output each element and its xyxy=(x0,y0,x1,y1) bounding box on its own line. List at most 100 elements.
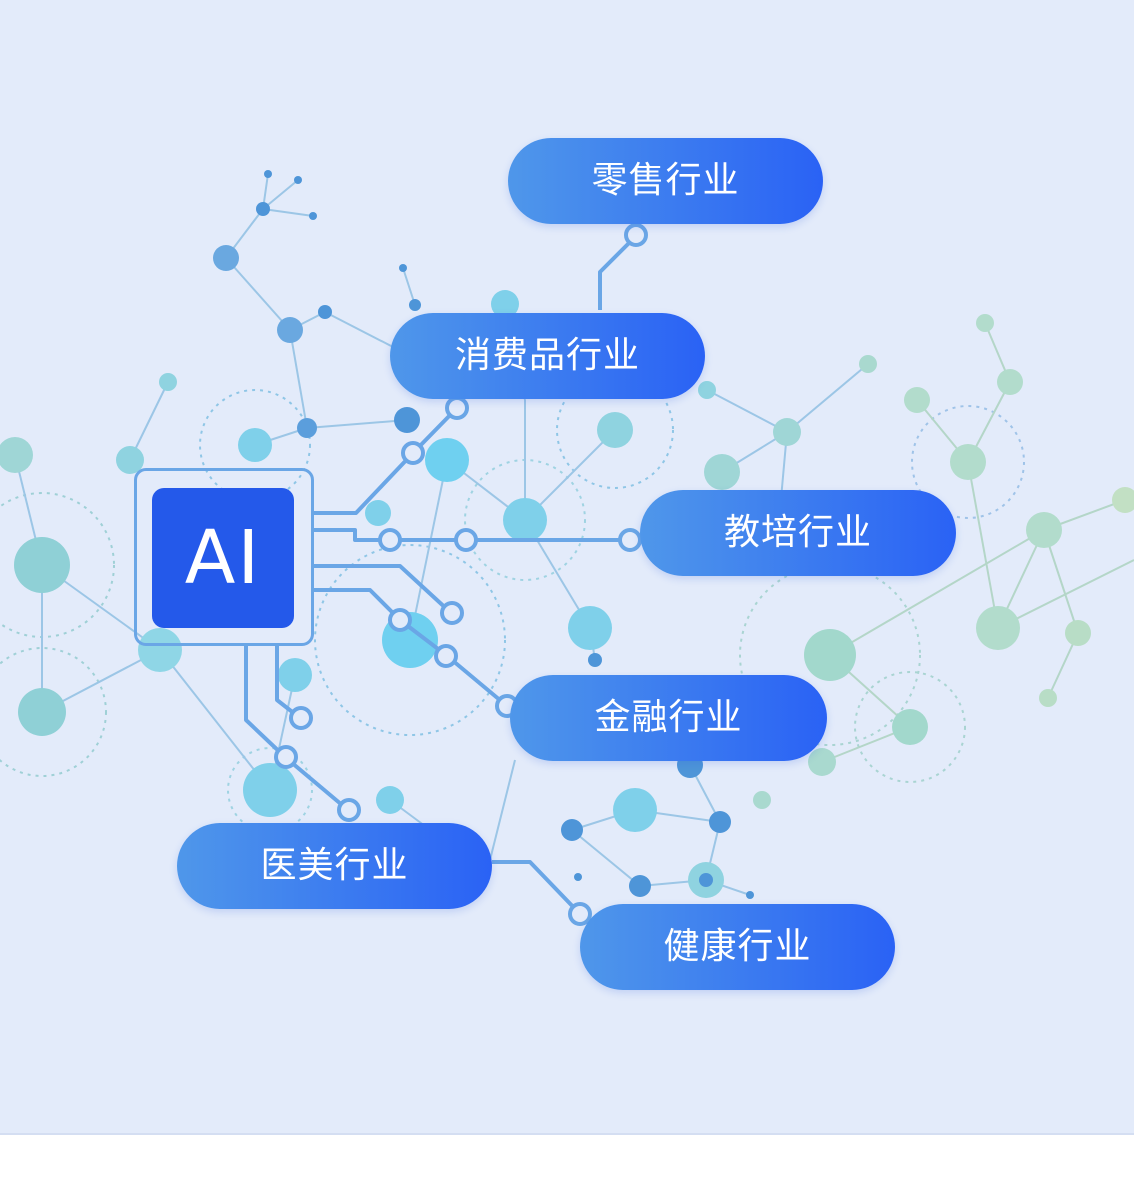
ai-chip-frame xyxy=(134,468,314,646)
industry-pill-consumer-goods[interactable]: 消费品行业 xyxy=(390,313,705,399)
network-node xyxy=(503,498,547,542)
circuit-joint xyxy=(454,528,478,552)
halo-ring xyxy=(0,647,107,777)
circuit-trace xyxy=(314,451,415,515)
network-node xyxy=(704,454,740,490)
circuit-trace xyxy=(598,234,638,310)
network-node xyxy=(859,355,877,373)
circuit-joint xyxy=(624,223,648,247)
circuit-joint xyxy=(274,745,298,769)
network-node xyxy=(808,748,836,776)
network-node xyxy=(264,170,272,178)
network-link xyxy=(225,257,291,331)
halo-ring xyxy=(739,564,921,746)
network-node xyxy=(277,317,303,343)
circuit-trace xyxy=(244,646,350,812)
network-link xyxy=(129,381,169,461)
network-node xyxy=(243,763,297,817)
network-link xyxy=(306,419,408,429)
network-node xyxy=(213,245,239,271)
industry-pill-finance[interactable]: 金融行业 xyxy=(510,675,827,761)
halo-ring xyxy=(854,671,966,783)
network-node xyxy=(588,653,602,667)
network-node xyxy=(574,873,582,881)
network-node xyxy=(804,629,856,681)
network-node xyxy=(116,446,144,474)
network-node xyxy=(294,176,302,184)
circuit-trace xyxy=(314,528,630,542)
network-node xyxy=(629,875,651,897)
network-node xyxy=(698,381,716,399)
network-link xyxy=(571,829,641,887)
circuit-joint xyxy=(434,644,458,668)
network-background xyxy=(0,170,1134,926)
network-node xyxy=(976,606,1020,650)
network-node xyxy=(746,891,754,899)
network-node xyxy=(138,628,182,672)
network-node xyxy=(1112,487,1134,513)
network-node xyxy=(0,437,33,473)
circuit-joint xyxy=(289,706,313,730)
network-node xyxy=(159,373,177,391)
network-node xyxy=(1026,512,1062,548)
circuit-joint xyxy=(337,798,361,822)
network-link xyxy=(829,529,1045,656)
halo-ring xyxy=(911,405,1025,519)
circuit-joint xyxy=(378,528,402,552)
network-node xyxy=(318,305,332,319)
circuit-trace xyxy=(314,564,452,614)
ai-chip: AI xyxy=(152,488,294,628)
industry-pill-medical-beauty[interactable]: 医美行业 xyxy=(177,823,492,909)
network-link xyxy=(262,208,314,217)
network-node xyxy=(425,438,469,482)
industry-pill-retail[interactable]: 零售行业 xyxy=(508,138,823,224)
network-link xyxy=(1043,529,1079,634)
circuit-joint xyxy=(568,902,592,926)
circuit-joint xyxy=(445,396,469,420)
circuit-trace xyxy=(492,860,582,916)
network-link xyxy=(706,389,788,433)
network-link xyxy=(409,459,448,641)
network-node xyxy=(1039,689,1057,707)
network-node xyxy=(997,369,1023,395)
network-node xyxy=(297,418,317,438)
circuit-joint xyxy=(388,608,412,632)
network-node xyxy=(892,709,928,745)
industry-pill-education[interactable]: 教培行业 xyxy=(640,490,956,576)
network-node xyxy=(699,873,713,887)
network-node xyxy=(376,786,404,814)
network-node xyxy=(976,314,994,332)
network-link xyxy=(262,179,299,210)
network-node xyxy=(1065,620,1091,646)
halo-ring xyxy=(314,544,506,736)
network-link xyxy=(159,649,271,791)
network-link xyxy=(997,559,1134,629)
network-node xyxy=(491,290,519,318)
network-node xyxy=(365,500,391,526)
network-node xyxy=(14,537,70,593)
network-node xyxy=(18,688,66,736)
industry-pill-health[interactable]: 健康行业 xyxy=(580,904,895,990)
network-node xyxy=(613,788,657,832)
network-link xyxy=(402,267,416,306)
network-node xyxy=(568,606,612,650)
circuit-joint xyxy=(401,441,425,465)
network-node xyxy=(238,428,272,462)
network-node xyxy=(950,444,986,480)
network-link xyxy=(786,363,869,433)
network-node xyxy=(409,299,421,311)
network-node xyxy=(597,412,633,448)
halo-ring xyxy=(199,389,311,501)
network-node xyxy=(753,791,771,809)
network-node xyxy=(278,658,312,692)
network-node xyxy=(709,811,731,833)
network-node xyxy=(561,819,583,841)
network-link xyxy=(289,329,308,429)
network-node xyxy=(399,264,407,272)
network-node xyxy=(394,407,420,433)
network-node xyxy=(309,212,317,220)
network-node xyxy=(256,202,270,216)
circuit-joint xyxy=(618,528,642,552)
diagram-panel: AI 零售行业 消费品行业 教培行业 金融行业 医美行业 健康行业 xyxy=(0,0,1134,1135)
network-link xyxy=(967,461,999,629)
